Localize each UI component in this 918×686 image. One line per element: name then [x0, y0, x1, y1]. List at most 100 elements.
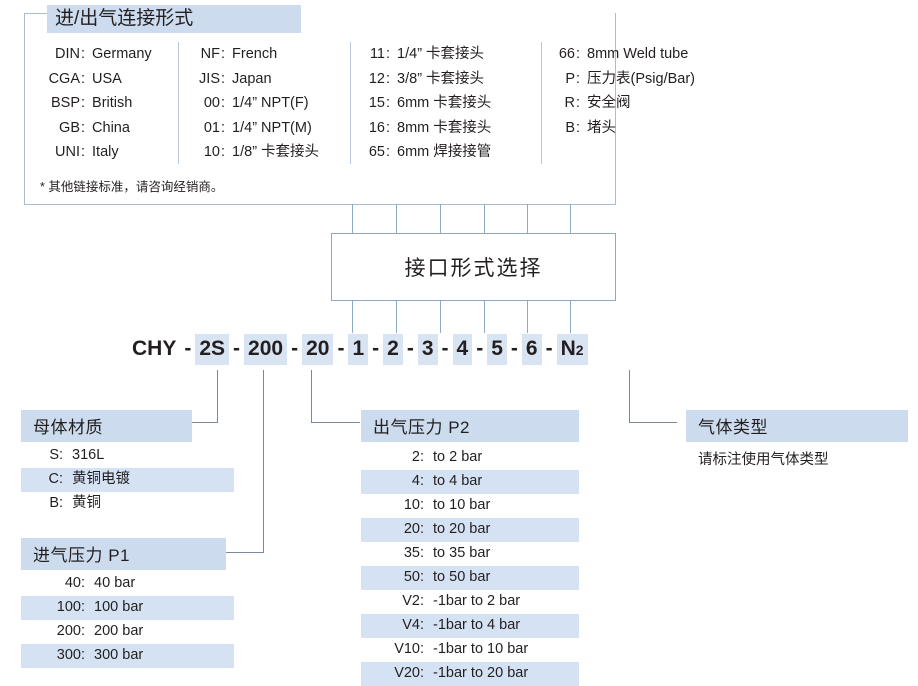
riser-line-3 [440, 204, 441, 233]
outlet-desc: -1bar to 2 bar [433, 593, 521, 609]
interface-select-box [331, 233, 616, 301]
pn-segment-3: 3 [417, 333, 438, 365]
pn-dash: - [441, 337, 449, 360]
list-item: 10:to 10 bar [361, 494, 579, 518]
material-desc: 316L [72, 447, 105, 463]
connection-row: B:堵头 [553, 116, 695, 141]
connection-desc: 8mm 卡套接头 [397, 119, 492, 136]
drop-line-3 [440, 301, 441, 333]
pn-segment-1: 1 [348, 333, 369, 365]
pn-segment-material: 2S [195, 333, 230, 365]
list-item: 35:to 35 bar [361, 542, 579, 566]
pn-segment-5: 5 [487, 333, 507, 365]
inlet-pressure-list: 40:40 bar 100:100 bar 200:200 bar 300:30… [21, 572, 234, 668]
connection-desc: Germany [92, 46, 152, 62]
outlet-code: 20 [403, 521, 420, 537]
connection-column-2: NF:French JIS:Japan 00:1/4” NPT(F) 01:1/… [192, 42, 319, 165]
drop-line-4 [484, 301, 485, 333]
outlet-desc: -1bar to 4 bar [433, 617, 521, 633]
pn-dash: - [510, 337, 518, 360]
connection-desc: 3/8” 卡套接头 [397, 70, 485, 87]
pn-segment-outlet-pressure: 20 [302, 333, 334, 365]
pn-segment-6: 6 [521, 333, 542, 365]
connection-desc: 1/8” 卡套接头 [232, 144, 320, 160]
connection-code: 66 [558, 46, 575, 62]
material-code: S [49, 447, 59, 463]
pn-dash: - [372, 337, 380, 360]
connection-desc: USA [92, 70, 122, 87]
inlet-desc: 200 bar [94, 623, 144, 639]
pn-dash: - [337, 337, 345, 360]
list-item: 4:to 4 bar [361, 470, 579, 494]
connection-desc: 6mm 卡套接头 [397, 95, 492, 111]
outlet-code: 10 [403, 497, 420, 513]
connector-material-vertical [217, 370, 218, 423]
connector-outlet-vertical [311, 370, 312, 423]
connection-row: GB:China [36, 116, 152, 141]
inlet-code: 40 [64, 575, 81, 591]
connection-desc: 8mm Weld tube [587, 46, 689, 62]
list-item: V20:-1bar to 20 bar [361, 662, 579, 686]
pn-dash: - [476, 337, 484, 360]
outlet-desc: to 10 bar [433, 497, 491, 513]
connection-code: 15 [368, 95, 385, 111]
connection-row: 12:3/8” 卡套接头 [363, 67, 491, 92]
outlet-code: 50 [403, 569, 420, 585]
pn-segment-inlet-pressure: 200 [244, 333, 288, 365]
outlet-desc: to 50 bar [433, 569, 491, 585]
outlet-code: V2 [402, 593, 420, 609]
connection-desc: 1/4” NPT(M) [232, 119, 312, 136]
connection-desc: French [232, 46, 278, 62]
connection-desc: 压力表(Psig/Bar) [587, 70, 695, 87]
outlet-code: V4 [402, 617, 420, 633]
connection-desc: Italy [92, 144, 119, 160]
gas-type-note: 请标注使用气体类型 [698, 452, 829, 468]
riser-line-4 [484, 204, 485, 233]
connection-row: UNI:Italy [36, 140, 152, 165]
list-item: B:黄铜 [21, 492, 234, 516]
connection-code: GB [59, 119, 80, 136]
list-item: V4:-1bar to 4 bar [361, 614, 579, 638]
material-code: C [48, 471, 59, 487]
pn-dash: - [233, 337, 241, 360]
connection-desc: 1/4” NPT(F) [232, 95, 309, 111]
list-item: 50:to 50 bar [361, 566, 579, 590]
connection-desc: China [92, 119, 130, 136]
list-item: 2:to 2 bar [361, 446, 579, 470]
outlet-code: 4 [411, 473, 420, 489]
connection-row: 11:1/4” 卡套接头 [363, 42, 491, 67]
outlet-code: 35 [403, 545, 420, 561]
connection-code: UNI [55, 144, 80, 160]
connection-code: NF [200, 46, 220, 62]
outlet-pressure-title: 出气压力 P2 [361, 410, 579, 442]
connection-form-title: 进/出气连接形式 [55, 8, 194, 29]
connection-desc: 1/4” 卡套接头 [397, 46, 485, 62]
connection-code: 12 [368, 70, 385, 87]
list-item: 200:200 bar [21, 620, 234, 644]
connection-row: 16:8mm 卡套接头 [363, 116, 491, 141]
material-code: B [49, 495, 59, 511]
part-number-code: CHY - 2S - 200 - 20 - 1 - 2 - 3 - 4 - 5 … [128, 333, 588, 365]
list-item: V10:-1bar to 10 bar [361, 638, 579, 662]
connection-code: BSP [50, 95, 80, 111]
drop-line-6 [570, 301, 571, 333]
connection-column-1: DIN:Germany CGA:USA BSP:British GB:China… [36, 42, 152, 165]
connection-code: CGA [48, 70, 80, 87]
connection-note: * 其他链接标准，请咨询经销商。 [40, 180, 224, 194]
outlet-desc: to 35 bar [433, 545, 491, 561]
connection-row: P:压力表(Psig/Bar) [553, 67, 695, 92]
riser-line-5 [527, 204, 528, 233]
drop-line-1 [352, 301, 353, 333]
connection-desc: 堵头 [587, 119, 617, 136]
connection-code: 10 [203, 144, 220, 160]
pn-gas-text: N [560, 336, 576, 360]
connection-code: 65 [368, 144, 385, 160]
outlet-pressure-list: 2:to 2 bar 4:to 4 bar 10:to 10 bar 20:to… [361, 446, 579, 686]
inlet-desc: 300 bar [94, 647, 144, 663]
pn-segment-prefix: CHY [132, 336, 177, 360]
connection-row: R:安全阀 [553, 91, 695, 116]
connection-row: 10:1/8” 卡套接头 [192, 140, 319, 165]
pn-segment-2: 2 [383, 333, 403, 365]
list-item: 40:40 bar [21, 572, 234, 596]
connector-gas-horizontal [629, 422, 677, 423]
